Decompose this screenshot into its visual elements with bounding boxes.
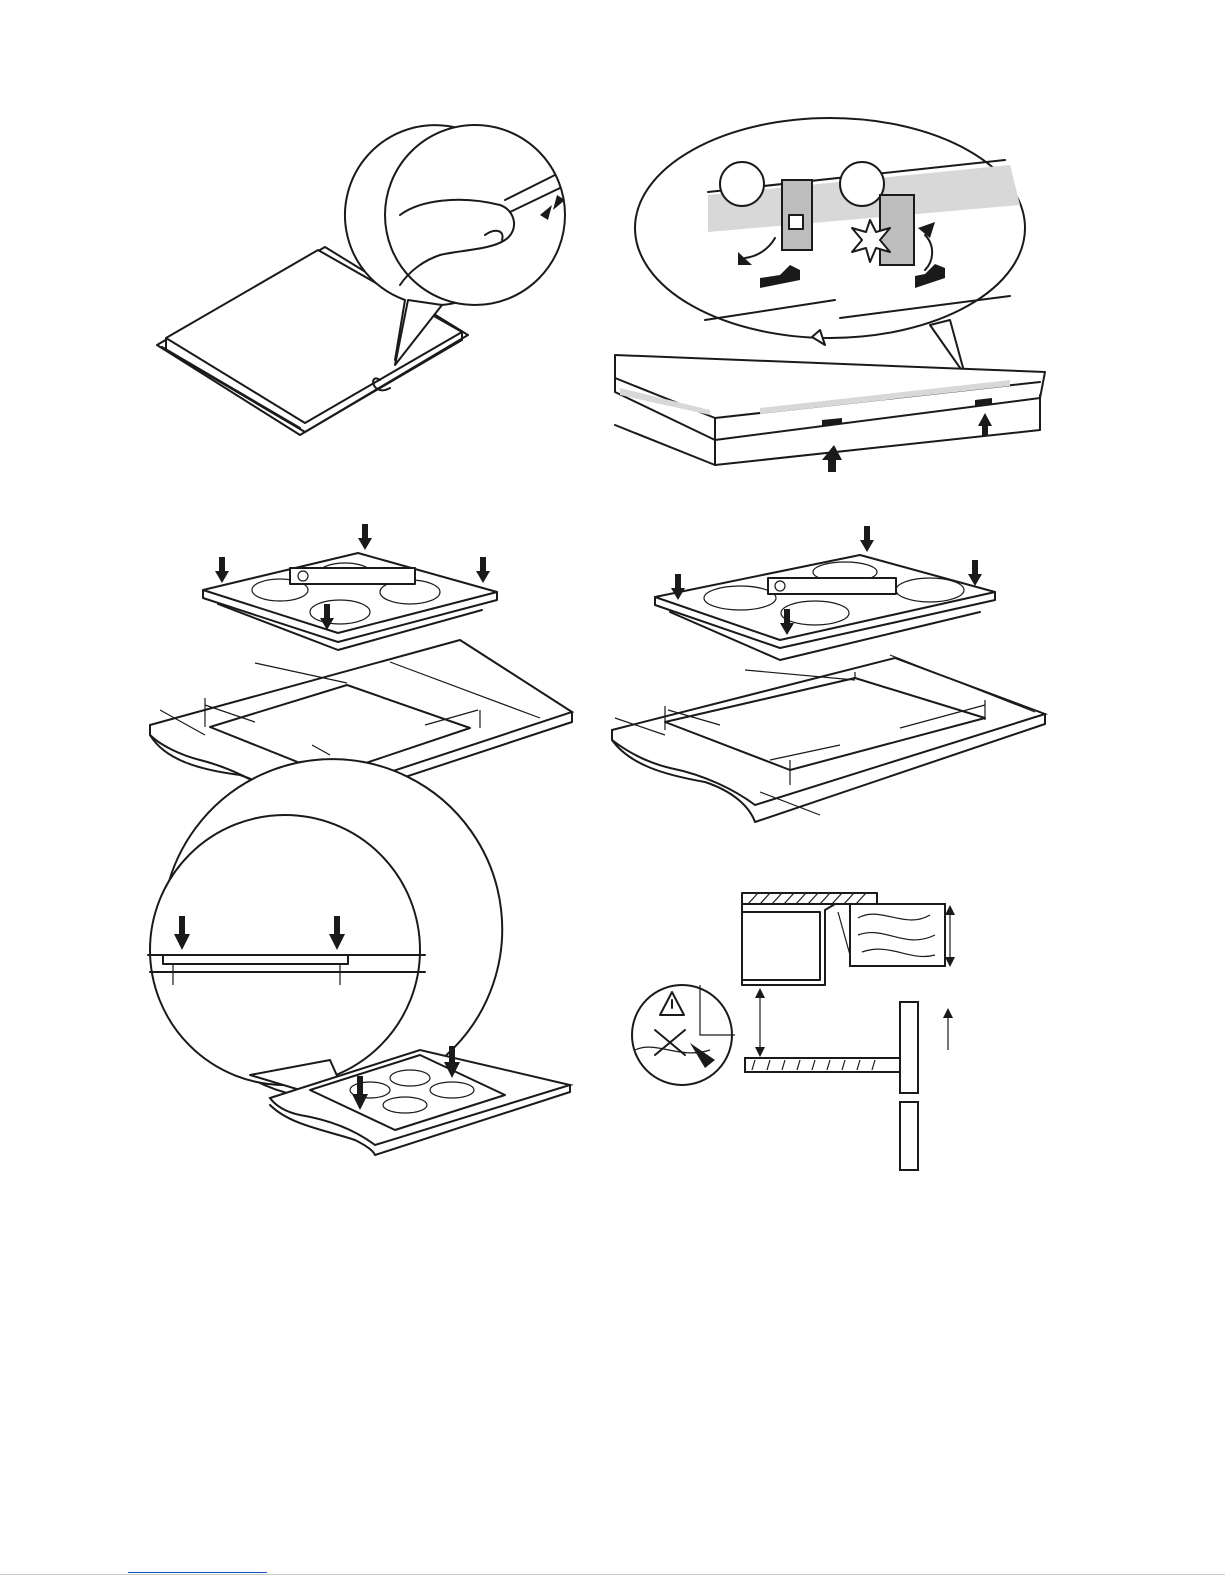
panel-seal-strip <box>157 125 565 435</box>
hob3-top <box>203 553 497 633</box>
dimension-arrow-up <box>945 905 955 915</box>
clip-a-slot <box>789 215 803 229</box>
arrow-down-icon-1 <box>215 557 229 583</box>
bubble5-circle <box>150 815 420 1085</box>
step-b-circle <box>840 162 884 206</box>
detail-ellipse <box>635 118 1025 338</box>
footer-rule <box>0 1574 1225 1575</box>
arrow-down-icon-3 <box>476 557 490 583</box>
wood-rail <box>850 904 945 966</box>
clearance-arrow-up <box>755 988 765 998</box>
magnifier-circle <box>385 125 565 305</box>
panel-bracket-clips <box>615 118 1045 472</box>
spirit-level-icon-2 <box>768 578 896 594</box>
clearance-arrow-down <box>755 1047 765 1057</box>
worktop4 <box>612 658 1045 805</box>
arrow-up-icon-2 <box>978 413 992 436</box>
arrow-down-icon-7 <box>968 560 982 586</box>
panel-clearance-section <box>632 893 955 1170</box>
cabinet-side-upper <box>900 1002 918 1093</box>
panel-hob-insert-wide <box>612 526 1045 822</box>
spirit-level-icon <box>290 568 415 584</box>
panel-flush-seating <box>148 759 570 1155</box>
hob-body <box>615 355 1045 440</box>
cabinet-side-lower <box>900 1102 918 1170</box>
arrow-down-icon-2 <box>358 524 372 550</box>
step-a-circle <box>720 162 764 206</box>
hob-plate <box>163 955 348 964</box>
dimension-arrow-down <box>945 957 955 967</box>
side-dimension-arrow <box>943 1008 953 1018</box>
arrow-up-icon <box>822 445 842 472</box>
bracket-link <box>838 912 850 955</box>
hob-unit-side <box>742 904 835 985</box>
arrow-down-icon-6 <box>860 526 874 552</box>
hob-unit-inner <box>742 912 820 980</box>
footer-link-underline[interactable] <box>128 1572 267 1573</box>
